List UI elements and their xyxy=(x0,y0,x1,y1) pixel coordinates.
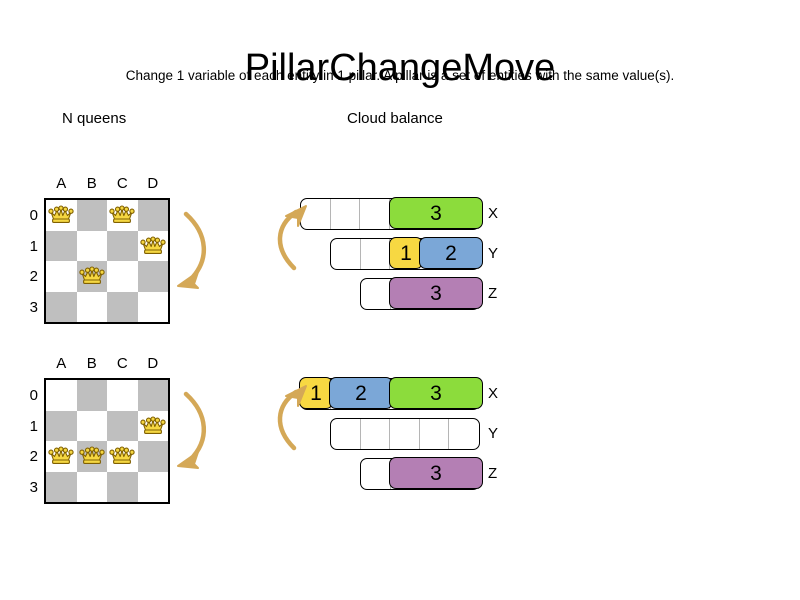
page-title: PillarChangeMove xyxy=(244,47,556,90)
board-cell-B1[interactable] xyxy=(76,230,107,261)
nqueens-board-before: A B C D 0 1 2 3 xyxy=(30,176,170,324)
capacity-unit xyxy=(331,239,361,269)
cloud-move-arrow-bottom xyxy=(277,385,307,451)
column-label-B: B xyxy=(86,355,97,372)
computer-capacity-bar-x[interactable]: 3 xyxy=(300,197,483,230)
board-cell-D3[interactable] xyxy=(137,471,168,502)
capacity-unit xyxy=(420,419,450,449)
computer-capacity-bar-y[interactable] xyxy=(330,418,480,450)
computer-label-x: X xyxy=(488,385,499,402)
capacity-unit xyxy=(361,459,391,489)
row-label-1: 1 xyxy=(29,417,38,435)
column-label-A: A xyxy=(56,355,67,372)
computer-label-z: Z xyxy=(488,465,498,482)
board-cell-C1[interactable] xyxy=(107,230,138,261)
board-cell-D1[interactable] xyxy=(137,230,168,261)
computer-capacity-bar-z[interactable]: 3 xyxy=(360,277,483,310)
section-caption-cloud: Cloud balance xyxy=(347,110,443,127)
board-cell-B2[interactable] xyxy=(76,441,107,472)
board-cell-D1[interactable] xyxy=(137,410,168,441)
board-cell-D2[interactable] xyxy=(137,261,168,292)
board-cell-C3[interactable] xyxy=(107,471,138,502)
column-label-C: C xyxy=(116,175,128,192)
capacity-unit xyxy=(301,199,331,229)
capacity-unit xyxy=(361,419,391,449)
capacity-unit xyxy=(390,419,420,449)
capacity-unit xyxy=(360,199,391,229)
board-cell-C0[interactable] xyxy=(107,380,138,411)
board-cell-B2[interactable] xyxy=(76,261,107,292)
row-label-2: 2 xyxy=(29,268,38,285)
section-caption-nqueens: N queens xyxy=(62,110,127,127)
capacity-unit xyxy=(361,239,391,269)
process-block-2[interactable]: 2 xyxy=(419,237,483,270)
board-cell-A0[interactable] xyxy=(46,200,77,231)
chessboard-grid xyxy=(44,378,170,504)
board-cell-A3[interactable] xyxy=(46,471,77,502)
row-label-2: 2 xyxy=(29,448,38,465)
process-block-3[interactable]: 3 xyxy=(389,277,483,310)
board-cell-A2[interactable] xyxy=(46,441,77,472)
row-label-1: 1 xyxy=(29,237,38,255)
capacity-unit xyxy=(361,279,391,309)
computer-label-x: X xyxy=(488,205,499,222)
board-cell-B0[interactable] xyxy=(76,380,107,411)
capacity-unit xyxy=(449,419,479,449)
nqueens-board-after: A B C D 0 1 2 3 xyxy=(30,356,170,504)
computer-capacity-bar-z[interactable]: 3 xyxy=(360,457,483,490)
board-cell-A2[interactable] xyxy=(46,261,77,292)
board-cell-C0[interactable] xyxy=(107,200,138,231)
board-cell-B3[interactable] xyxy=(76,291,107,322)
board-move-arrow-bottom xyxy=(177,391,206,469)
board-cell-D0[interactable] xyxy=(137,200,168,231)
board-cell-C1[interactable] xyxy=(107,410,138,441)
board-cell-C3[interactable] xyxy=(107,291,138,322)
computer-label-z: Z xyxy=(488,285,498,302)
process-block-3[interactable]: 3 xyxy=(389,377,483,410)
computer-label-y: Y xyxy=(488,245,499,262)
column-label-D: D xyxy=(147,355,159,372)
process-block-2[interactable]: 2 xyxy=(329,377,393,410)
board-cell-B0[interactable] xyxy=(76,200,107,231)
column-label-B: B xyxy=(86,175,97,192)
board-cell-A3[interactable] xyxy=(46,291,77,322)
cloud-row-y: Y xyxy=(300,418,498,450)
row-label-3: 3 xyxy=(29,298,38,316)
board-cell-D2[interactable] xyxy=(137,441,168,472)
row-label-0: 0 xyxy=(29,387,38,404)
chessboard-grid xyxy=(44,198,170,324)
process-block-3[interactable]: 3 xyxy=(389,457,483,490)
column-label-D: D xyxy=(147,175,159,192)
capacity-unit xyxy=(331,419,361,449)
capacity-unit xyxy=(331,199,361,229)
board-cell-C2[interactable] xyxy=(107,261,138,292)
page-subtitle: Change 1 variable of each entity in 1 pi… xyxy=(125,68,675,83)
column-label-A: A xyxy=(56,175,67,192)
board-cell-C2[interactable] xyxy=(107,441,138,472)
board-cell-B3[interactable] xyxy=(76,471,107,502)
board-cell-A1[interactable] xyxy=(46,410,77,441)
board-cell-B1[interactable] xyxy=(76,410,107,441)
board-cell-A0[interactable] xyxy=(46,380,77,411)
board-move-arrow-top xyxy=(177,211,206,289)
board-cell-D3[interactable] xyxy=(137,291,168,322)
row-label-3: 3 xyxy=(29,478,38,496)
process-block-1[interactable]: 1 xyxy=(389,237,423,270)
cloud-move-arrow-top xyxy=(277,205,307,271)
process-block-3[interactable]: 3 xyxy=(389,197,483,230)
computer-label-y: Y xyxy=(488,425,499,442)
board-cell-A1[interactable] xyxy=(46,230,77,261)
row-label-0: 0 xyxy=(29,207,38,224)
board-cell-D0[interactable] xyxy=(137,380,168,411)
column-label-C: C xyxy=(116,355,128,372)
